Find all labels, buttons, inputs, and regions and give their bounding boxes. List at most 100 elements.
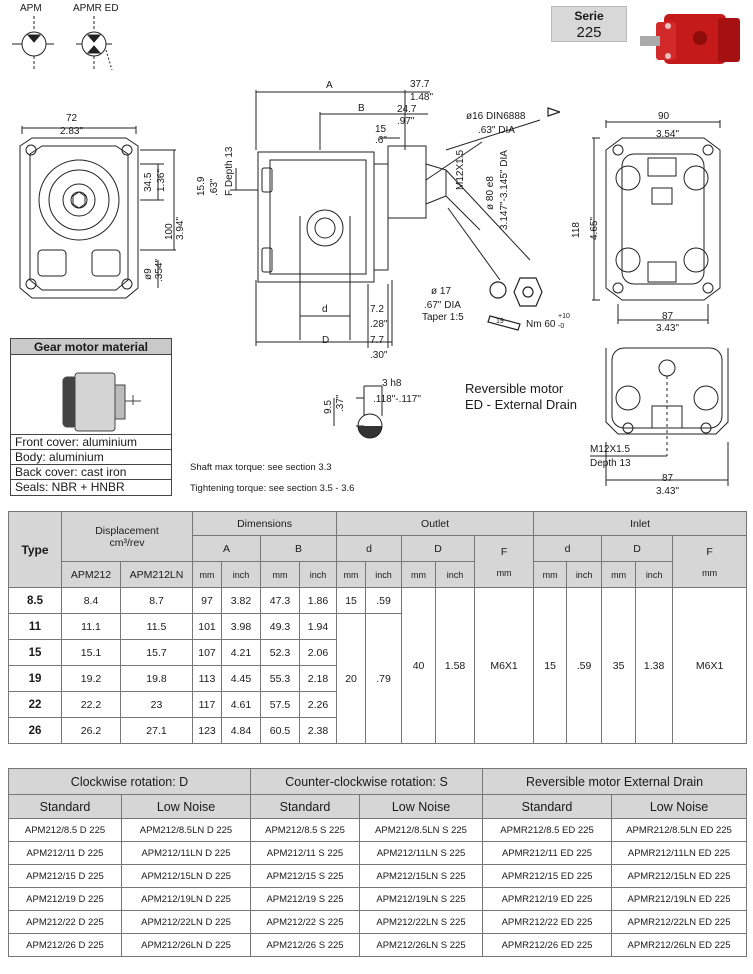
th-inlet-F-unit: mm [702, 567, 718, 578]
table-row: APM212/19 D 225 APM212/19LN D 225 APM212… [8, 887, 748, 911]
cell-in-D-in: 1.38 [635, 587, 674, 744]
code-cell: APMR212/22LN ED 225 [611, 910, 748, 934]
code-cell: APM212/22LN S 225 [358, 910, 484, 934]
code-cell: APM212/22 D 225 [8, 910, 122, 934]
pilot-inch-dia: 3.147"-3.145" DIA [499, 150, 510, 230]
cell-type: 8.5 [8, 587, 62, 614]
ordering-codes-table: Clockwise rotation: D Counter-clockwise … [8, 768, 748, 957]
cell-ln: 19.8 [120, 665, 193, 692]
rear-view-drawing [592, 120, 721, 324]
code-cell: APM212/19LN S 225 [358, 887, 484, 911]
cell-a-mm: 117 [192, 691, 222, 718]
key-detail-drawing [333, 385, 383, 439]
dim-28: .28" [370, 319, 388, 330]
cell-b-mm: 57.5 [260, 691, 300, 718]
cell-b-in: 2.26 [298, 691, 338, 718]
label-D: D [322, 335, 330, 346]
code-cell: APM212/8.5 D 225 [8, 818, 122, 842]
th-outlet-F-unit: mm [496, 567, 512, 578]
th-inlet-F: F mm [672, 535, 748, 588]
cell-b-in: 1.86 [298, 587, 338, 614]
cell-in-d-mm: 15 [533, 587, 568, 744]
cell-b-mm: 52.3 [260, 639, 300, 666]
material-front-cover: Front cover: aluminium [11, 435, 171, 450]
th-inlet-D: D [601, 535, 674, 562]
th-inlet-d: d [533, 535, 603, 562]
key-din6888: ø16 DIN6888 [466, 111, 526, 122]
cell-ln: 27.1 [120, 717, 193, 744]
cell-out-d2-mm: 20 [336, 613, 367, 744]
front-view-drawing [19, 126, 176, 299]
code-cell: APM212/19LN D 225 [121, 887, 251, 911]
th-displacement: Displacement cm³/rev [61, 511, 193, 562]
code-cell: APM212/15 S 225 [250, 864, 360, 888]
cell-b-in: 2.06 [298, 639, 338, 666]
th-displacement-label: Displacement [95, 524, 159, 537]
rev-3-43: 3.43" [656, 486, 680, 497]
code-cell: APMR212/11LN ED 225 [611, 841, 748, 865]
cell-b-mm: 47.3 [260, 587, 300, 614]
th-outlet: Outlet [336, 511, 535, 536]
th-outlet-D: D [401, 535, 476, 562]
th-out-d-inch: inch [365, 561, 403, 588]
gear-motor-sketch [62, 372, 141, 432]
label-b: B [358, 103, 365, 114]
th-b: B [259, 535, 338, 562]
f-depth-13: F Depth 13 [224, 146, 235, 196]
cell-b-mm: 60.5 [260, 717, 300, 744]
cell-type: 19 [8, 665, 62, 692]
width-90: 90 [658, 111, 670, 122]
code-cell: APM212/19 D 225 [8, 887, 122, 911]
th-dimensions: Dimensions [191, 511, 338, 536]
cell-out-d2-in: .79 [365, 613, 403, 744]
th-b-inch: inch [298, 561, 338, 588]
shaft-67-dia: .67" DIA [424, 300, 461, 311]
code-cell: APM212/11 S 225 [250, 841, 360, 865]
th-ccw-standard: Standard [250, 794, 360, 819]
code-cell: APM212/22LN D 225 [121, 910, 251, 934]
reversible-line1: Reversible motor [465, 381, 564, 396]
key-h-9-5: 9.5 [323, 400, 334, 414]
code-cell: APMR212/26LN ED 225 [611, 933, 748, 957]
cell-out-d-mm: 15 [336, 587, 367, 614]
torque-60: Nm 60 [526, 319, 556, 330]
th-counter-clockwise: Counter-clockwise rotation: S [249, 768, 484, 795]
code-cell: APMR212/19LN ED 225 [611, 887, 748, 911]
cell-out-D-in: 1.58 [435, 587, 476, 744]
code-cell: APM212/15LN S 225 [358, 864, 484, 888]
rev-m12: M12X1.5 [590, 444, 631, 455]
dim-6: .6" [375, 135, 387, 146]
th-inlet: Inlet [533, 511, 748, 536]
cell-ln: 23 [120, 691, 193, 718]
table-row: APM212/8.5 D 225 APM212/8.5LN D 225 APM2… [8, 818, 748, 842]
th-out-D-inch: inch [435, 561, 476, 588]
th-cw-standard: Standard [8, 794, 122, 819]
dim-63: .63" [209, 178, 220, 196]
symbol-apm-label: APM [20, 3, 42, 14]
cell-in-d-in: .59 [566, 587, 603, 744]
dim-1-48: 1.48" [410, 92, 434, 103]
dim-34-5: 34.5 [143, 172, 154, 192]
cell-a-in: 4.21 [221, 639, 261, 666]
key-h-37: .37" [335, 394, 346, 412]
rev-depth-13: Depth 13 [590, 458, 631, 469]
cell-apm: 15.1 [61, 639, 121, 666]
dim-o9: ø9 [143, 268, 154, 280]
serie-label: Serie [574, 9, 604, 23]
th-outlet-d: d [336, 535, 403, 562]
cell-a-in: 3.82 [221, 587, 261, 614]
cell-apm: 26.2 [61, 717, 121, 744]
material-box: Gear motor material Front cover: alumini… [10, 338, 172, 496]
dimensions-table: Type Displacement cm³/rev Dimensions Out… [8, 511, 748, 744]
material-picture [11, 355, 171, 435]
cell-ln: 11.5 [120, 613, 193, 640]
cell-a-in: 4.61 [221, 691, 261, 718]
dim-37-7: 37.7 [410, 79, 430, 90]
material-seals: Seals: NBR + HNBR [15, 480, 125, 494]
taper-1-5: Taper 1:5 [422, 312, 464, 323]
dim-1-36: 1.36" [156, 168, 167, 192]
th-in-D-mm: mm [601, 561, 637, 588]
table-row: APM212/26 D 225 APM212/26LN D 225 APM212… [8, 933, 748, 957]
th-in-D-inch: inch [635, 561, 674, 588]
